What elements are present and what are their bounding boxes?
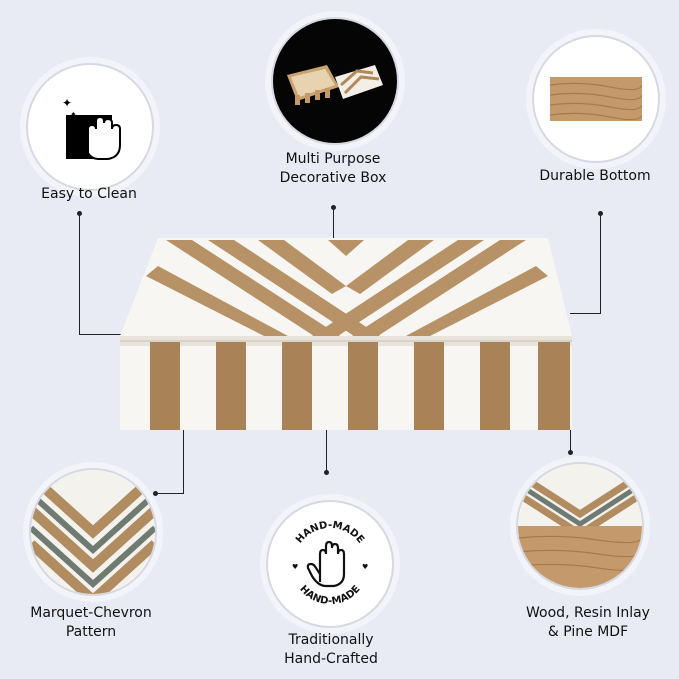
cleaning-cloth-hand-icon: ✦ ✦ (60, 95, 124, 161)
easy-clean-circle: ✦ ✦ (26, 63, 154, 191)
easy-clean-label: Easy to Clean (41, 186, 137, 202)
multi-purpose-circle (271, 17, 399, 145)
connector-line (79, 213, 80, 335)
chevron-pattern-circle (29, 468, 157, 596)
connector-line (326, 428, 327, 473)
svg-text:✦: ✦ (70, 110, 77, 119)
multi-purpose-line2: Decorative Box (279, 170, 387, 186)
multi-purpose-label: Multi Purpose Decorative Box (258, 150, 408, 188)
durable-bottom-label: Durable Bottom (539, 168, 651, 184)
multi-purpose-line1: Multi Purpose (285, 151, 381, 167)
handmade-badge-icon: HAND-MADE HAND-MADE ♥ ♥ (280, 514, 380, 614)
wood-bottom-photo (550, 77, 642, 121)
materials-line1: Wood, Resin Inlay (526, 605, 650, 621)
connector-line (333, 207, 334, 239)
handcrafted-line2: Hand-Crafted (284, 651, 378, 667)
connector-line (600, 213, 601, 313)
svg-text:♥: ♥ (292, 563, 298, 571)
box-open-photo (283, 55, 387, 111)
connector-line (79, 334, 124, 335)
handcrafted-circle: HAND-MADE HAND-MADE ♥ ♥ (266, 500, 394, 628)
chevron-line2: Pattern (65, 624, 117, 640)
connector-dot (598, 211, 603, 216)
materials-circle (516, 462, 644, 590)
connector-dot (568, 450, 573, 455)
connector-dot (324, 470, 329, 475)
materials-photo (518, 464, 642, 588)
handcrafted-label: Traditionally Hand-Crafted (256, 631, 406, 669)
svg-text:✦: ✦ (62, 96, 72, 110)
chevron-label: Marquet-Chevron Pattern (14, 604, 168, 642)
chevron-pattern-photo (31, 470, 155, 594)
svg-text:♥: ♥ (362, 563, 368, 571)
materials-line2: & Pine MDF (547, 624, 629, 640)
durable-bottom-circle (532, 35, 660, 163)
chevron-line1: Marquet-Chevron (30, 605, 152, 621)
handcrafted-line1: Traditionally (288, 632, 374, 648)
connector-line (570, 313, 601, 314)
materials-label: Wood, Resin Inlay & Pine MDF (508, 604, 668, 642)
connector-line (155, 493, 184, 494)
connector-dot (153, 491, 158, 496)
connector-dot (77, 211, 82, 216)
decorative-box-image (118, 236, 574, 432)
connector-dot (331, 205, 336, 210)
connector-line (183, 428, 184, 493)
